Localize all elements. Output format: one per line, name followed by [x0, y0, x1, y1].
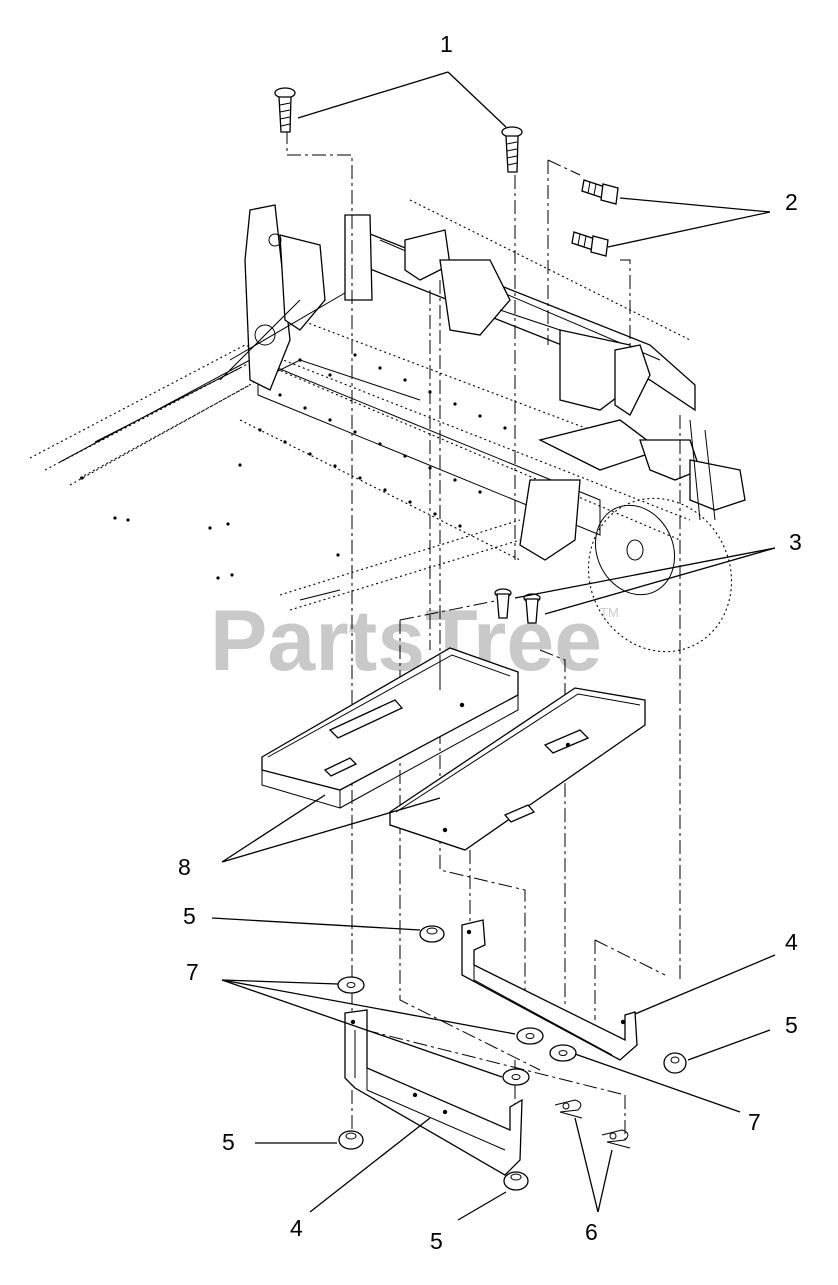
- flange-nut-c: [338, 1130, 364, 1150]
- washer-c: [549, 1044, 577, 1062]
- flange-nut-d: [503, 1171, 529, 1191]
- hex-bolt-lower: [571, 231, 609, 257]
- callout-4-bottom: 4: [290, 1215, 303, 1241]
- flange-nut-b: [663, 1052, 687, 1074]
- bracket-lower: [344, 1009, 523, 1176]
- bracket-upper: [461, 919, 638, 1061]
- mower-frame: [29, 199, 746, 653]
- center-lines: [286, 130, 681, 1160]
- washer-b: [516, 1027, 544, 1045]
- carriage-bolt-right: [501, 126, 523, 173]
- callout-1: 1: [440, 31, 453, 57]
- hairpin-clip-left: [554, 1099, 583, 1119]
- clevis-pin-left: [494, 588, 512, 619]
- callout-7-right: 7: [748, 1109, 761, 1135]
- leader-lines: [211, 71, 776, 1221]
- washer-d: [502, 1068, 530, 1086]
- carriage-bolt-left: [274, 87, 296, 133]
- watermark-trademark: TM: [600, 605, 619, 620]
- callout-labels: 1 2 3 8 5 7 4 5 7 5 4 5 6: [178, 31, 802, 1254]
- hex-bolt-upper: [581, 179, 619, 205]
- callout-6: 6: [585, 1219, 598, 1245]
- callout-5-bottom-left: 5: [222, 1129, 235, 1155]
- callout-3: 3: [789, 529, 802, 555]
- callout-5-left: 5: [183, 903, 196, 929]
- callout-4-right: 4: [785, 929, 798, 955]
- callout-5-right: 5: [785, 1012, 798, 1038]
- foot-plate-right: [389, 687, 646, 851]
- callout-5-bottom: 5: [430, 1228, 443, 1254]
- clevis-pin-right: [523, 593, 541, 624]
- flange-nut-a: [419, 925, 445, 943]
- callout-8: 8: [178, 854, 191, 880]
- hairpin-clip-right: [601, 1129, 631, 1149]
- callout-7-left: 7: [186, 959, 199, 985]
- washer-a: [337, 976, 365, 994]
- foot-plate-left: [261, 647, 519, 809]
- callout-2: 2: [785, 189, 798, 215]
